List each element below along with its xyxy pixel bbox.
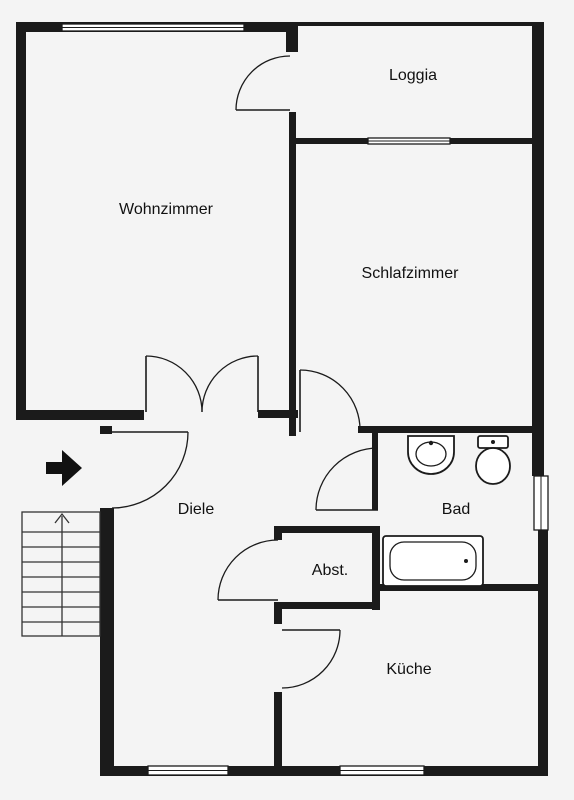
room-label-schlafzimmer: Schlafzimmer xyxy=(362,265,460,282)
window-diele xyxy=(147,765,229,776)
doors xyxy=(111,55,379,689)
room-label-kueche: Küche xyxy=(386,661,431,678)
wall-right-lower xyxy=(538,530,548,776)
arrow-right-icon xyxy=(46,450,82,486)
walls xyxy=(16,22,548,776)
wall-bad-left xyxy=(372,426,378,510)
sink-icon xyxy=(407,435,455,475)
room-labels: Loggia Wohnzimmer Schlafzimmer Diele Bad… xyxy=(119,67,470,678)
room-label-diele: Diele xyxy=(178,501,215,518)
wall-abst-top xyxy=(274,526,380,533)
wall-abst-left-bottom xyxy=(274,602,282,624)
room-label-bad: Bad xyxy=(442,501,470,518)
wall-abst-left-top xyxy=(274,526,282,540)
wall-wohnzimmer-schlafzimmer xyxy=(289,112,296,436)
window-wohnzimmer xyxy=(61,23,245,32)
door-schlafzimmer xyxy=(299,369,361,433)
window-bad xyxy=(533,475,549,531)
staircase-icon xyxy=(21,511,101,637)
wall-stub-entrance xyxy=(100,426,112,434)
wall-right-upper xyxy=(532,22,544,476)
window-kueche xyxy=(339,765,425,776)
wall-bottom-wohnzimmer-right xyxy=(258,410,298,418)
wall-bad-kueche xyxy=(378,584,548,591)
wall-bottom xyxy=(100,766,548,776)
wall-top-loggia xyxy=(296,22,544,26)
windows xyxy=(61,23,549,776)
wall-left-diele xyxy=(100,508,114,776)
wall-abst-right xyxy=(372,526,380,610)
door-entrance xyxy=(111,431,189,509)
wall-bottom-schlafzimmer xyxy=(358,426,544,433)
toilet-icon xyxy=(475,435,511,485)
door-bad xyxy=(315,447,379,511)
door-abstellraum xyxy=(217,539,279,601)
room-label-loggia: Loggia xyxy=(389,67,437,84)
door-kueche xyxy=(281,629,341,689)
wall-bottom-wohnzimmer-left xyxy=(16,410,144,420)
bathtub-icon xyxy=(382,535,484,587)
door-wohnzimmer-double xyxy=(145,355,259,413)
room-label-wohnzimmer: Wohnzimmer xyxy=(119,201,214,218)
wall-abst-bottom xyxy=(274,602,380,609)
wall-left-wohnzimmer xyxy=(16,22,26,420)
wall-kueche-diele xyxy=(274,692,282,776)
room-label-abstellraum: Abst. xyxy=(312,562,348,579)
window-schlafzimmer xyxy=(367,137,451,145)
wall-column-loggia xyxy=(286,22,298,52)
bathroom-fixtures xyxy=(382,435,511,587)
door-loggia xyxy=(235,55,291,111)
